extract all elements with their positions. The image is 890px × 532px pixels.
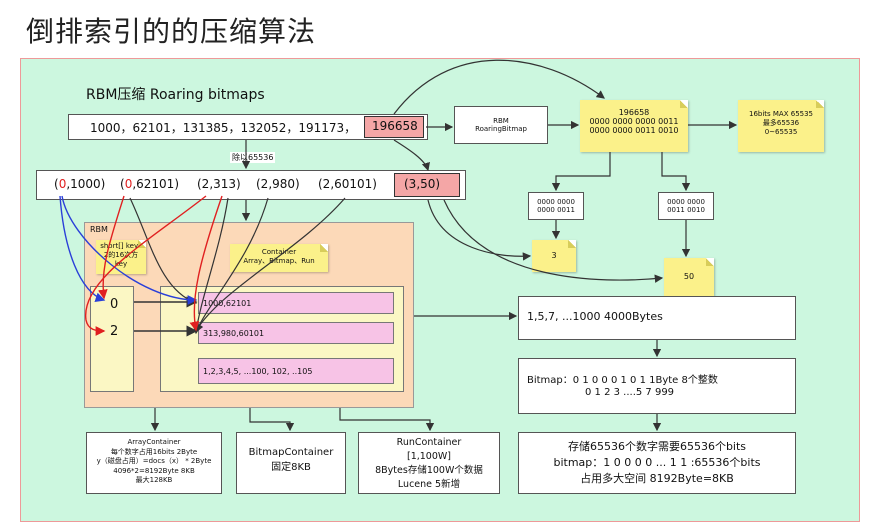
high-bits-box: 0000 0000 0000 0011	[528, 192, 584, 220]
note-3: 3	[532, 240, 576, 272]
low-bits-line-0: 0000 0000	[667, 198, 705, 206]
bitmap-container-line-0: BitmapContainer	[248, 447, 334, 458]
array-container-line-0: ArrayContainer	[127, 438, 181, 446]
binary-note: 196658 0000 0000 0000 0011 0000 0000 001…	[580, 100, 688, 152]
note-50: 50	[664, 258, 714, 296]
bitmap-example-line-1: 0 1 2 3 ....5 7 999	[585, 387, 675, 398]
bitmap-example-box: Bitmap：0 1 0 0 0 1 0 1 1Byte 8个整数 0 1 2 …	[518, 358, 796, 414]
max-note-line-1: 最多65536	[762, 119, 800, 127]
note-3-text: 3	[551, 251, 557, 260]
array-container-line-1: 每个数字占用16bits 2Byte	[110, 447, 198, 456]
container-note: Container Array、Bitmap、Run	[230, 244, 328, 272]
low-bits-line-1: 0011 0010	[667, 206, 705, 214]
key-0: 0	[110, 297, 119, 312]
run-container-line-0: RunContainer	[396, 437, 462, 448]
short-keys-line-2: key	[114, 260, 128, 268]
pair-1: (0,62101)	[120, 177, 179, 191]
bitmap-storage-box: 存储65536个数字需要65536个bits bitmap：1 0 0 0 0 …	[518, 432, 796, 494]
rbm-heading: RBM压缩 Roaring bitmaps	[86, 87, 265, 103]
max-note: 16bits MAX 65535 最多65536 0~65535	[738, 100, 824, 152]
container-2: 1,2,3,4,5, ...100, 102, ..105	[198, 358, 394, 384]
key-1: 2	[110, 324, 119, 339]
doc-ids-list: 1000，62101，131385，132052，191173，	[90, 121, 357, 135]
run-container-line-2: 8Bytes存储100W个数据	[375, 465, 483, 476]
container-0: 1000,62101	[198, 292, 394, 314]
array-example: 1,5,7, ...1000 4000Bytes	[527, 310, 663, 323]
rbm-region-label: RBM	[90, 225, 108, 234]
pair-0: (0,1000)	[54, 177, 106, 191]
pair-3: (2,980)	[256, 177, 300, 191]
rbm-box: RBM RoaringBitmap	[454, 106, 548, 144]
container-note-line-0: Container	[261, 248, 297, 256]
array-container-line-3: 4096*2=8192Byte 8KB	[113, 466, 195, 475]
highlight-pair-box	[394, 173, 460, 197]
run-container-line-1: [1,100W]	[406, 451, 451, 462]
pair-4: (2,60101)	[318, 177, 377, 191]
container-1: 313,980,60101	[198, 322, 394, 344]
max-note-line-0: 16bits MAX 65535	[748, 110, 814, 118]
short-keys-note: short[] keys 2的16次方 key	[96, 240, 146, 274]
bitmap-storage-line-1: bitmap：1 0 0 0 0 ... 1 1 :65536个bits	[553, 456, 761, 469]
page-title: 倒排索引的的压缩算法	[26, 15, 317, 48]
bitmap-storage-line-0: 存储65536个数字需要65536个bits	[567, 440, 747, 453]
max-note-line-2: 0~65535	[764, 128, 798, 136]
highlight-value: 196658	[372, 119, 418, 133]
bitmap-example-line-0: Bitmap：0 1 0 0 0 1 0 1 1Byte 8个整数	[527, 375, 718, 386]
binary-note-line-2: 0000 0000 0011 0010	[589, 126, 679, 135]
array-container-line-2: y（磁盘占用）=docs（x） * 2Byte	[96, 457, 212, 465]
note-50-text: 50	[683, 272, 695, 281]
divide-label: 除以65536	[230, 152, 276, 163]
high-bits-line-1: 0000 0011	[537, 206, 575, 214]
high-bits-line-0: 0000 0000	[537, 198, 575, 206]
binary-note-line-1: 0000 0000 0000 0011	[589, 117, 679, 126]
run-container-line-3: Lucene 5新增	[397, 479, 461, 490]
short-keys-line-0: short[] keys	[100, 242, 142, 250]
highlight-value-box	[364, 116, 424, 138]
binary-note-line-0: 196658	[618, 108, 650, 117]
bitmap-storage-line-2: 占用多大空间 8192Byte=8KB	[580, 472, 734, 485]
low-bits-box: 0000 0000 0011 0010	[658, 192, 714, 220]
array-example-box: 1,5,7, ...1000 4000Bytes	[518, 296, 796, 340]
highlight-pair: (3,50)	[404, 177, 441, 191]
array-container-box: ArrayContainer 每个数字占用16bits 2Byte y（磁盘占用…	[86, 432, 222, 494]
short-keys-line-1: 2的16次方	[103, 251, 139, 259]
run-container-box: RunContainer [1,100W] 8Bytes存储100W个数据 Lu…	[358, 432, 500, 494]
rbm-box-line-0: RBM	[493, 117, 509, 125]
array-container-line-4: 最大128KB	[135, 476, 173, 484]
bitmap-container-line-1: 固定8KB	[271, 462, 311, 473]
container-note-line-1: Array、Bitmap、Run	[243, 257, 315, 265]
rbm-box-line-1: RoaringBitmap	[475, 125, 527, 133]
pair-2: (2,313)	[197, 177, 241, 191]
bitmap-container-box: BitmapContainer 固定8KB	[236, 432, 346, 494]
